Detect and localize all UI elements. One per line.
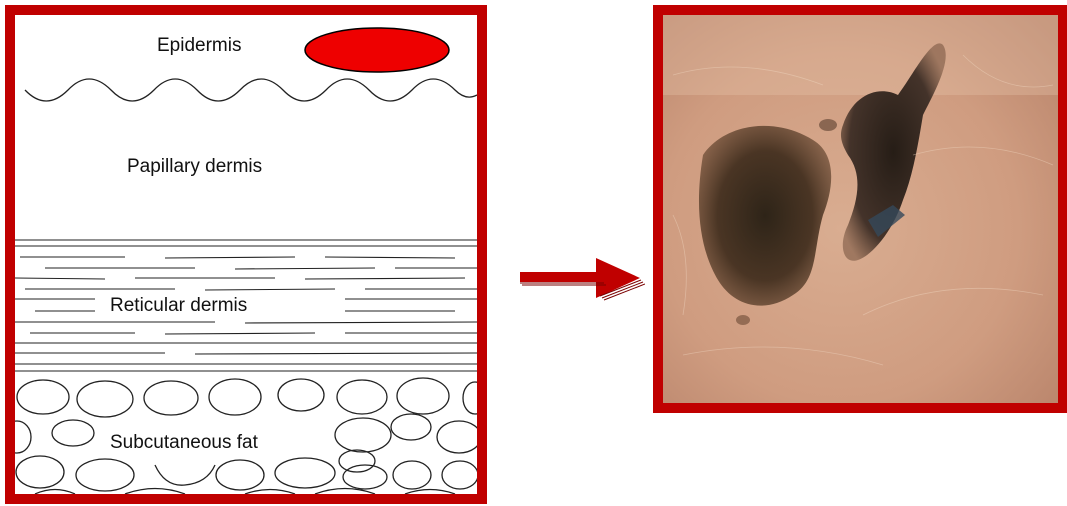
dermoepidermal-junction <box>25 79 477 101</box>
lesion-marker <box>305 28 449 72</box>
reticular-dermis-label: Reticular dermis <box>107 295 250 317</box>
skin-layers-drawing <box>15 15 477 494</box>
skin-layers-diagram: Epidermis Papillary dermis Reticular der… <box>5 5 487 504</box>
subcutaneous-fat-label: Subcutaneous fat <box>107 432 261 454</box>
pigmented-lesion-image <box>663 15 1058 403</box>
lesion-photo <box>653 5 1067 413</box>
epidermis-label: Epidermis <box>157 35 241 57</box>
right-arrow-icon <box>520 258 645 308</box>
papillary-dermis-label: Papillary dermis <box>127 156 262 178</box>
